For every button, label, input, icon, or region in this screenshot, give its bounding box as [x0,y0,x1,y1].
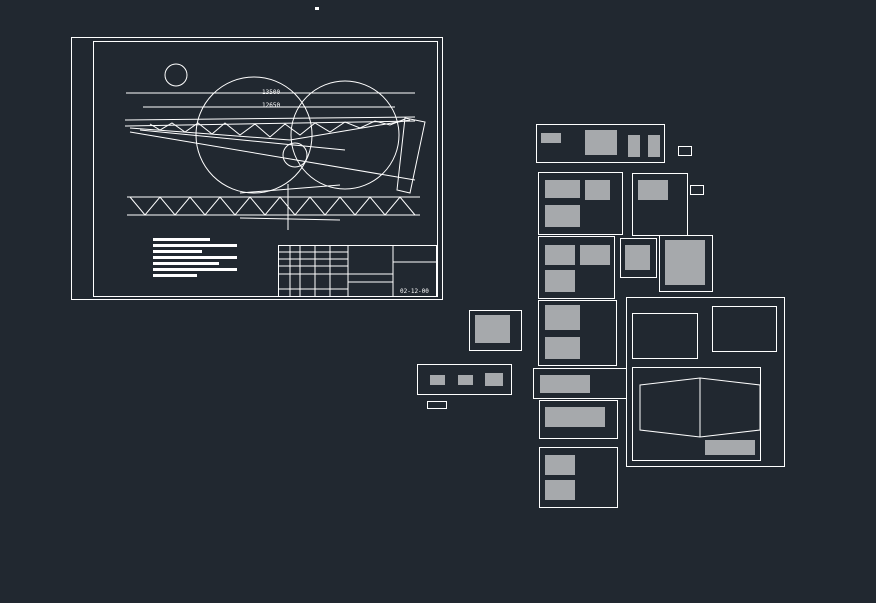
dim-overall-text: 13500 [262,89,280,96]
detail-circle [164,63,188,87]
sheet-content [430,130,755,500]
dim-inner-text: 12650 [262,102,280,109]
title-block [278,245,437,297]
sheet[interactable] [536,124,665,163]
sheet[interactable] [632,313,698,359]
plan-truss [127,184,420,230]
swing-radius-circle [195,76,313,194]
sheet-thumbnails[interactable] [417,124,785,508]
sheet[interactable] [538,300,617,366]
sheet-border [71,37,443,300]
ucs-icon [315,7,319,10]
sheet[interactable] [469,310,522,351]
sheet[interactable] [538,236,615,299]
sheet[interactable] [678,146,692,156]
sheet-inner-frame [93,41,438,297]
sheet[interactable] [659,235,713,292]
swing-radius-circle [290,80,400,190]
sheet[interactable] [417,364,512,395]
sheet[interactable] [538,172,623,235]
drawing-number: 02-12-00 [400,288,429,295]
sheet[interactable] [539,447,618,508]
sheet[interactable] [620,238,657,278]
sheet[interactable] [539,400,618,439]
main-drawing-sheet[interactable]: 13500 12650 [71,37,443,300]
sheet[interactable] [533,368,627,399]
boom-truss [124,116,426,194]
sheet[interactable] [712,306,777,352]
sheet[interactable] [427,401,447,409]
sheet[interactable] [690,185,704,195]
notes-block [153,238,237,277]
